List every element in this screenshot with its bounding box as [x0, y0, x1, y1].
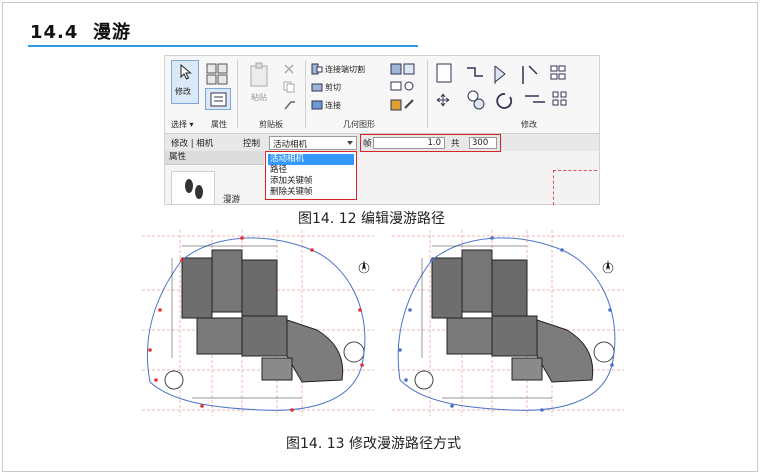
context-label: 修改 | 相机: [171, 139, 214, 149]
properties-icon[interactable]: [205, 62, 229, 86]
select-dropdown[interactable]: 选择 ▾: [171, 120, 194, 129]
join-cut-label[interactable]: 连接端切割: [325, 65, 365, 74]
dropdown-option[interactable]: 删除关键帧: [270, 187, 313, 197]
walkthrough-type-label: 漫游: [223, 195, 241, 205]
modify-button[interactable]: 修改: [171, 60, 199, 104]
dropdown-option[interactable]: 添加关键帧: [270, 176, 313, 186]
cut-geometry-label[interactable]: 剪切: [325, 83, 341, 92]
title-underline: [28, 45, 418, 47]
section-title: 漫游: [92, 22, 131, 43]
figure-caption: 图14. 12 编辑漫游路径: [298, 211, 445, 227]
clipboard-panel-label: 剪贴板: [259, 120, 283, 129]
total-label: 共: [451, 139, 460, 149]
building-walls: [414, 249, 615, 390]
floor-plan-left: [142, 230, 374, 416]
options-bar: 修改 | 相机 控制 活动相机 帧 1.0 共 300: [165, 133, 599, 152]
dropdown-option[interactable]: 路径: [270, 165, 288, 175]
cut-scissors-icon[interactable]: [283, 63, 295, 75]
type-properties-button[interactable]: [205, 88, 231, 110]
walkthrough-path: [146, 237, 366, 411]
geometry-panel-label: 几何图形: [343, 120, 375, 129]
type-properties-icon: [210, 92, 227, 107]
control-dropdown-list: 活动相机 路径 添加关键帧 删除关键帧: [265, 151, 357, 200]
ribbon-screenshot: 修改 选择 ▾ 属性 粘贴: [164, 55, 600, 205]
frame-label: 帧: [363, 139, 372, 149]
paste-icon[interactable]: [247, 62, 273, 90]
panel-divider: [237, 60, 238, 128]
dimension-lines: [171, 245, 302, 399]
chevron-down-icon: [347, 141, 353, 145]
ribbon-toolbar: 修改 选择 ▾ 属性 粘贴: [165, 56, 600, 133]
building-walls: [164, 249, 365, 390]
paste-label: 粘贴: [251, 93, 267, 102]
modify-tools-icon[interactable]: [433, 60, 600, 118]
frame-input[interactable]: 1.0: [373, 137, 445, 149]
dropdown-option[interactable]: 活动相机: [268, 154, 354, 165]
dimension-lines: [421, 245, 552, 399]
section-heading: 14.4 漫游: [30, 18, 131, 44]
control-select[interactable]: 活动相机: [269, 136, 357, 150]
cursor-arrow-icon: [180, 64, 192, 80]
join-cut-icon[interactable]: [311, 63, 323, 75]
figure-caption: 图14. 13 修改漫游路径方式: [286, 436, 461, 452]
panel-divider: [305, 60, 306, 128]
north-arrow: [602, 260, 614, 274]
modify-label: 修改: [175, 87, 191, 96]
floor-plan-right: [392, 230, 624, 416]
total-frames-input[interactable]: 300: [469, 137, 497, 149]
properties-panel-label: 属性: [211, 120, 227, 129]
properties-header: 属性: [165, 151, 264, 165]
join-geometry-label[interactable]: 连接: [325, 101, 341, 110]
join-geometry-icon[interactable]: [311, 99, 323, 111]
path-keyframes: [148, 236, 364, 412]
north-arrow: [358, 260, 370, 274]
drawing-fragment: [553, 170, 597, 205]
geometry-tools-icon[interactable]: [389, 62, 417, 122]
cut-geometry-icon[interactable]: [311, 81, 323, 93]
modify-panel-label: 修改: [521, 120, 537, 129]
frame-highlight-box: 帧 1.0 共 300: [360, 134, 501, 152]
walkthrough-thumbnail: [171, 171, 215, 204]
match-type-icon[interactable]: [283, 99, 297, 111]
control-label: 控制: [243, 139, 261, 149]
copy-icon[interactable]: [283, 81, 295, 93]
properties-body: 漫游: [165, 165, 264, 205]
footprints-icon: [185, 179, 203, 199]
walkthrough-path: [397, 237, 616, 411]
control-select-value: 活动相机: [273, 140, 308, 150]
section-number: 14.4: [30, 22, 79, 43]
path-control-points: [398, 236, 614, 412]
panel-divider: [427, 60, 428, 128]
